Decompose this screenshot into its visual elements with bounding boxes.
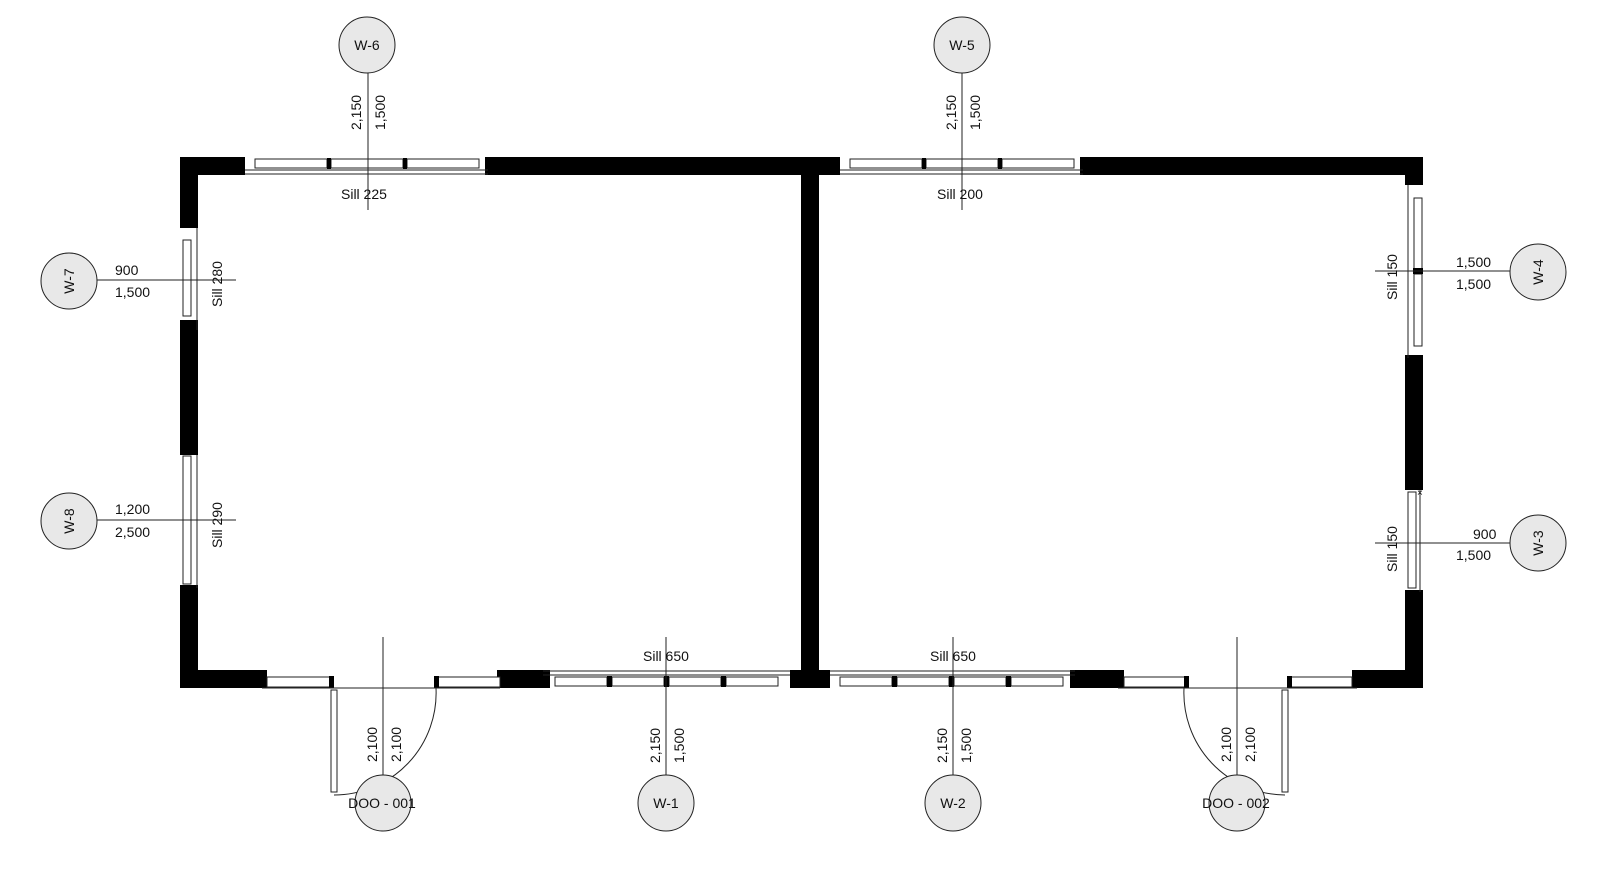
w1-sill: Sill 650 <box>643 648 689 664</box>
tag-w4-label: W-4 <box>1530 259 1546 285</box>
w3-dim-b: 1,500 <box>1456 547 1491 563</box>
tag-w3: W-3 <box>1509 514 1567 572</box>
svg-text:×: × <box>1417 488 1423 499</box>
w5-dim-a: 2,150 <box>943 95 959 130</box>
dims-w1: Sill 650 2,150 1,500 <box>643 648 689 763</box>
tag-w4: W-4 <box>1509 243 1567 301</box>
window-w4-opening <box>1405 185 1423 358</box>
dims-w4: 1,500 1,500 Sill 150 <box>1384 254 1491 300</box>
dims-w3: 900 1,500 Sill 150 <box>1384 526 1497 572</box>
tag-w6-label: W-6 <box>354 37 380 53</box>
d2-dim-a: 2,100 <box>1218 727 1234 762</box>
wall-partition <box>801 157 819 688</box>
w8-dim-a: 1,200 <box>115 501 150 517</box>
tag-w8: W-8 <box>40 492 98 550</box>
w7-dim-b: 1,500 <box>115 284 150 300</box>
w5-sill: Sill 200 <box>937 186 983 202</box>
window-w6-opening <box>245 157 488 175</box>
window-w2-opening <box>830 670 1075 688</box>
w4-sill: Sill 150 <box>1384 254 1400 300</box>
tag-w2: W-2 <box>924 774 982 832</box>
dims-w6: 2,150 1,500 Sill 225 <box>341 95 388 202</box>
tag-door-001-label: DOO - 001 <box>348 795 416 811</box>
tag-w7: W-7 <box>40 252 98 310</box>
dims-d2: 2,100 2,100 <box>1218 727 1258 762</box>
w7-dim-a: 900 <box>115 262 139 278</box>
tag-w1: W-1 <box>637 774 695 832</box>
dims-w2: Sill 650 2,150 1,500 <box>930 648 976 763</box>
tag-door-001: DOO - 001 <box>348 774 416 832</box>
dims-w5: 2,150 1,500 Sill 200 <box>937 95 983 202</box>
dims-w7: 900 1,500 Sill 280 <box>115 261 225 307</box>
w6-sill: Sill 225 <box>341 186 387 202</box>
w8-dim-b: 2,500 <box>115 524 150 540</box>
d1-dim-a: 2,100 <box>364 727 380 762</box>
d1-dim-b: 2,100 <box>388 727 404 762</box>
tag-w7-label: W-7 <box>61 268 77 294</box>
w1-dim-b: 1,500 <box>671 728 687 763</box>
d2-dim-b: 2,100 <box>1242 727 1258 762</box>
door-001-opening <box>262 670 503 796</box>
w2-dim-b: 1,500 <box>958 728 974 763</box>
w3-sill: Sill 150 <box>1384 526 1400 572</box>
window-w7-opening <box>180 228 198 330</box>
w6-dim-b: 1,500 <box>372 95 388 130</box>
tag-w5-label: W-5 <box>949 37 975 53</box>
w1-dim-a: 2,150 <box>647 728 663 763</box>
w4-dim-a: 1,500 <box>1456 254 1491 270</box>
dims-d1: 2,100 2,100 <box>364 727 404 762</box>
w2-dim-a: 2,150 <box>934 728 950 763</box>
tag-w3-label: W-3 <box>1530 530 1546 556</box>
tag-w6: W-6 <box>338 16 396 74</box>
w8-sill: Sill 290 <box>209 502 225 548</box>
tag-door-002-label: DOO - 002 <box>1202 795 1270 811</box>
tag-w2-label: W-2 <box>940 795 966 811</box>
tag-w5: W-5 <box>933 16 991 74</box>
tag-door-002: DOO - 002 <box>1202 774 1270 832</box>
w3-dim-a: 900 <box>1473 526 1497 542</box>
leader-lines <box>97 73 1512 775</box>
tag-w8-label: W-8 <box>61 508 77 534</box>
tag-w1-label: W-1 <box>653 795 679 811</box>
w7-sill: Sill 280 <box>209 261 225 307</box>
window-w1-opening <box>543 670 790 688</box>
w2-sill: Sill 650 <box>930 648 976 664</box>
walls <box>180 157 1423 688</box>
window-w3-opening: × <box>1405 488 1423 592</box>
w5-dim-b: 1,500 <box>967 95 983 130</box>
w6-dim-a: 2,150 <box>348 95 364 130</box>
window-w8-opening <box>180 455 198 588</box>
dims-w8: 1,200 2,500 Sill 290 <box>115 501 225 548</box>
w4-dim-b: 1,500 <box>1456 276 1491 292</box>
